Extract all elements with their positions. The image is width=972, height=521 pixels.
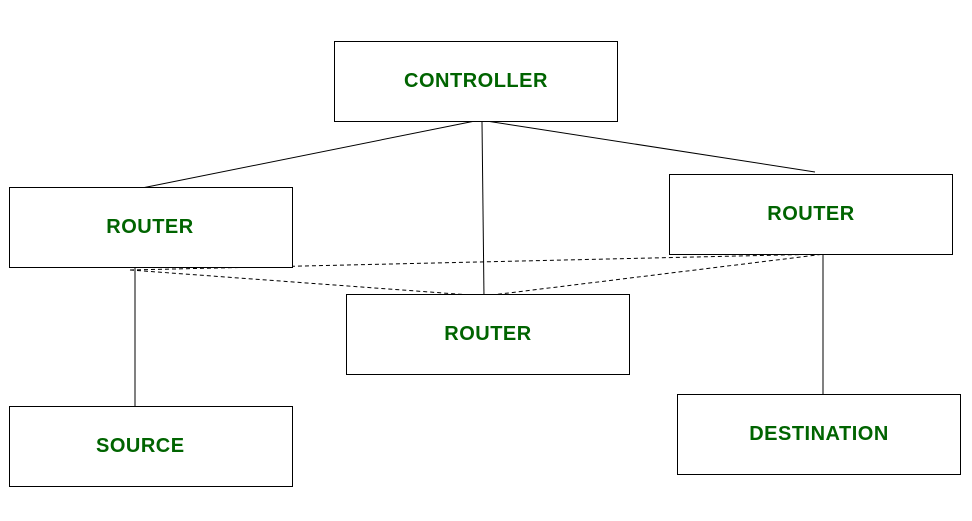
router-right-node: ROUTER <box>669 174 953 255</box>
router-left-node: ROUTER <box>9 187 293 268</box>
edge-router-center-router-right <box>483 253 826 297</box>
source-node: SOURCE <box>9 406 293 487</box>
source-label: SOURCE <box>96 435 185 457</box>
edge-router-left-router-center <box>129 269 485 297</box>
edge-controller-router-right <box>479 119 816 173</box>
router-center-label: ROUTER <box>444 323 532 345</box>
edge-controller-router-left <box>136 119 481 190</box>
edge-controller-router-center <box>481 121 485 299</box>
controller-node: CONTROLLER <box>334 41 618 122</box>
destination-node: DESTINATION <box>677 394 961 475</box>
destination-label: DESTINATION <box>749 423 889 445</box>
router-left-label: ROUTER <box>106 216 194 238</box>
router-right-label: ROUTER <box>767 203 855 225</box>
router-center-node: ROUTER <box>346 294 630 375</box>
controller-label: CONTROLLER <box>404 70 548 92</box>
